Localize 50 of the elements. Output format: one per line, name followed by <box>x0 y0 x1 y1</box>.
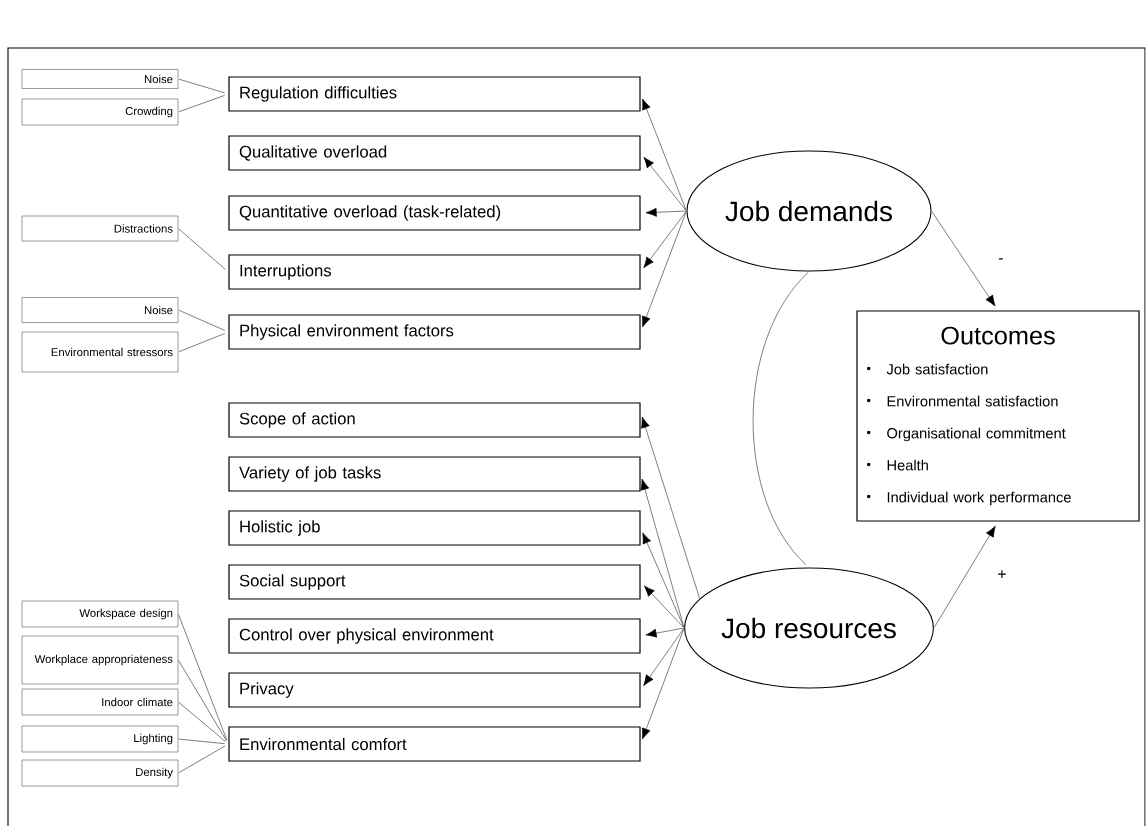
sub-factor-box: Environmental stressors <box>21 331 179 373</box>
connector-line <box>178 702 226 742</box>
factor-box: Regulation difficulties <box>228 76 641 112</box>
arrow <box>645 627 684 638</box>
factor-box: Control over physical environment <box>228 618 641 654</box>
sub-factor-box: Noise <box>21 297 179 323</box>
sub-factor-box: Crowding <box>21 98 179 126</box>
factor-box: Holistic job <box>228 510 641 546</box>
connector-line <box>178 660 227 741</box>
connector-line <box>178 745 226 773</box>
arrow <box>642 532 685 628</box>
factor-box: Social support <box>228 564 641 600</box>
sub-factor-box: Lighting <box>21 725 179 753</box>
arrow <box>640 478 685 628</box>
sub-factor-box: Distractions <box>21 215 179 242</box>
sub-factor-box: Density <box>21 759 179 787</box>
factor-box: Qualitative overload <box>228 135 641 171</box>
connector-line <box>178 95 225 113</box>
connector-line <box>178 738 225 744</box>
factor-box: Physical environment factors <box>228 314 641 350</box>
correlation-curve <box>752 271 809 566</box>
arrow <box>643 156 687 211</box>
sub-factor-box: Workspace design <box>21 600 179 628</box>
factor-box: Environmental comfort <box>228 726 641 762</box>
connector-line <box>178 614 228 741</box>
sub-factor-box: Workplace appropriateness <box>21 635 179 685</box>
arrow <box>641 416 700 599</box>
arrow <box>645 207 687 217</box>
arrow <box>931 211 996 307</box>
factor-box: Scope of action <box>228 402 641 438</box>
connector-line <box>178 228 226 270</box>
arrow <box>641 628 685 740</box>
arrow <box>642 211 687 328</box>
edge-label: + <box>995 568 1008 581</box>
arrow <box>643 628 685 686</box>
factor-box: Quantitative overload (task-related) <box>228 195 641 231</box>
connector-line <box>178 333 226 353</box>
arrow <box>643 585 684 628</box>
factor-box: Privacy <box>228 672 641 708</box>
sub-factor-box: Indoor climate <box>21 688 179 716</box>
arrow <box>933 525 996 628</box>
edge-label: - <box>996 256 1005 265</box>
connector-line <box>178 309 226 331</box>
outcomes-box: Outcomes Job satisfaction Environmental satisfaction Organisational commitment Health Individual work performance <box>856 310 1140 522</box>
factor-box: Variety of job tasks <box>228 456 641 492</box>
arrow <box>643 211 687 269</box>
arrow <box>642 98 687 211</box>
factor-box: Interruptions <box>228 254 641 290</box>
connector-line <box>178 78 225 94</box>
sub-factor-box: Noise <box>21 69 179 89</box>
